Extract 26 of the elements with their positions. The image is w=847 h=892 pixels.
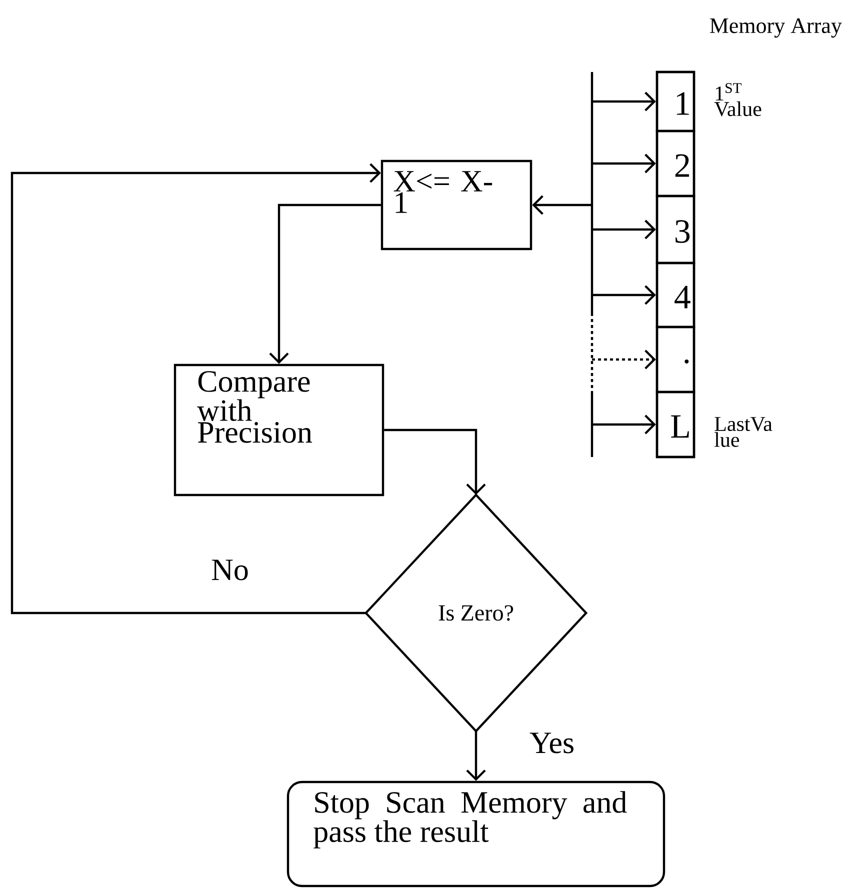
memory-cell: . xyxy=(656,326,696,394)
bus-line xyxy=(590,72,594,457)
terminal-box: Stop Scan Memory and pass the result xyxy=(286,780,666,888)
arrow xyxy=(532,195,592,215)
arrow xyxy=(384,428,486,495)
arrow xyxy=(269,204,381,364)
memory-cell: 3 xyxy=(656,194,696,264)
edge-label: Yes xyxy=(528,732,576,754)
arrow xyxy=(592,285,656,305)
process-box: Compare with Precision xyxy=(174,364,384,496)
process-box: X<= X-1 xyxy=(380,160,532,250)
arrow xyxy=(466,731,486,781)
cell-label: 1$^{ST}$ Value xyxy=(714,83,762,116)
arrow xyxy=(592,220,656,240)
memory-cell: 1 xyxy=(656,70,696,132)
arrow xyxy=(10,163,381,614)
cell-label: LastVa lue xyxy=(714,417,772,447)
memory-cell: 4 xyxy=(656,262,696,328)
arrow xyxy=(592,92,656,112)
array-title: Memory Array xyxy=(710,18,842,38)
arrow xyxy=(592,414,656,434)
arrow xyxy=(592,350,656,370)
edge-label: No xyxy=(210,558,250,582)
memory-cell: 2 xyxy=(656,130,696,198)
memory-cell: L xyxy=(656,390,696,458)
arrow xyxy=(592,154,656,174)
